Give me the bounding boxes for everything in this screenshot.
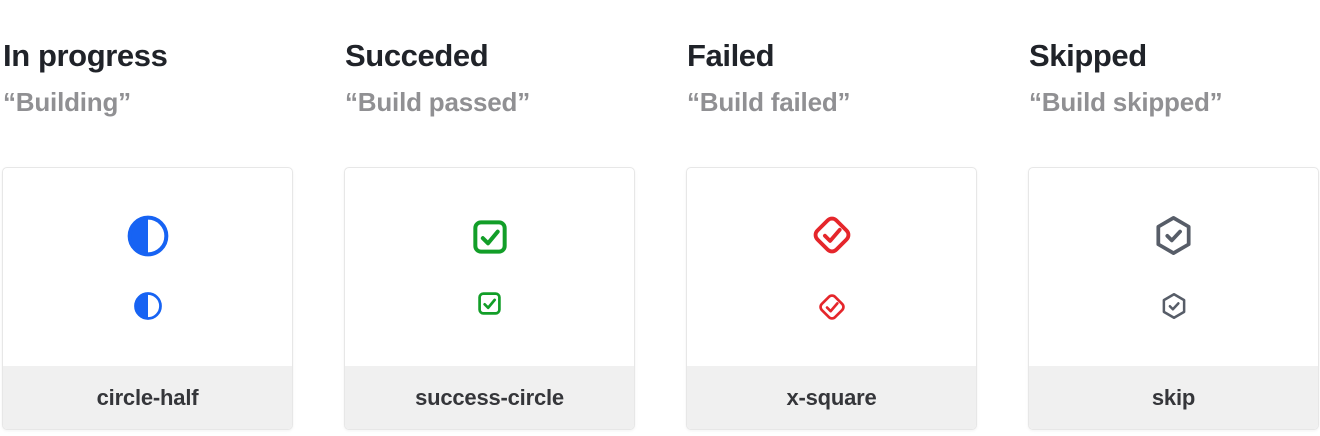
check-square-icon [470, 217, 510, 257]
check-square-icon [476, 290, 503, 317]
icon-card-footer: x-square [687, 366, 976, 429]
status-column-failed: Failed “Build failed” x-square [686, 0, 977, 436]
hexagon-check-icon [1159, 291, 1189, 321]
status-title: Succeded [345, 38, 489, 73]
icon-name-label: skip [1151, 384, 1196, 410]
status-description: “Build failed” [687, 86, 851, 117]
icon-card: success-circle [344, 167, 635, 430]
diamond-check-icon [809, 212, 855, 258]
status-description: “Build passed” [345, 86, 531, 117]
icon-name-label: success-circle [415, 384, 564, 410]
status-column-skipped: Skipped “Build skipped” skip [1028, 0, 1319, 436]
circle-half-icon [133, 291, 163, 321]
icon-name-label: x-square [786, 384, 877, 410]
icon-name-label: circle-half [96, 384, 199, 410]
status-column-succeded: Succeded “Build passed” success-circle [344, 0, 635, 436]
hexagon-check-icon [1151, 213, 1196, 258]
icon-preview-area [687, 168, 976, 366]
icon-card: circle-half [2, 167, 293, 430]
diamond-check-icon [816, 291, 848, 323]
circle-half-icon [126, 214, 170, 258]
icon-card: x-square [686, 167, 977, 430]
status-description: “Building” [3, 86, 131, 117]
status-column-in-progress: In progress “Building” circle-half [2, 0, 293, 436]
icon-card-footer: success-circle [345, 366, 634, 429]
icon-preview-area [3, 168, 292, 366]
icon-card-footer: circle-half [3, 366, 292, 429]
status-title: Skipped [1029, 38, 1147, 73]
status-description: “Build skipped” [1029, 86, 1223, 117]
status-title: Failed [687, 38, 775, 73]
icon-card-footer: skip [1029, 366, 1318, 429]
icon-preview-area [345, 168, 634, 366]
status-title: In progress [3, 38, 168, 73]
icon-card: skip [1028, 167, 1319, 430]
icon-preview-area [1029, 168, 1318, 366]
